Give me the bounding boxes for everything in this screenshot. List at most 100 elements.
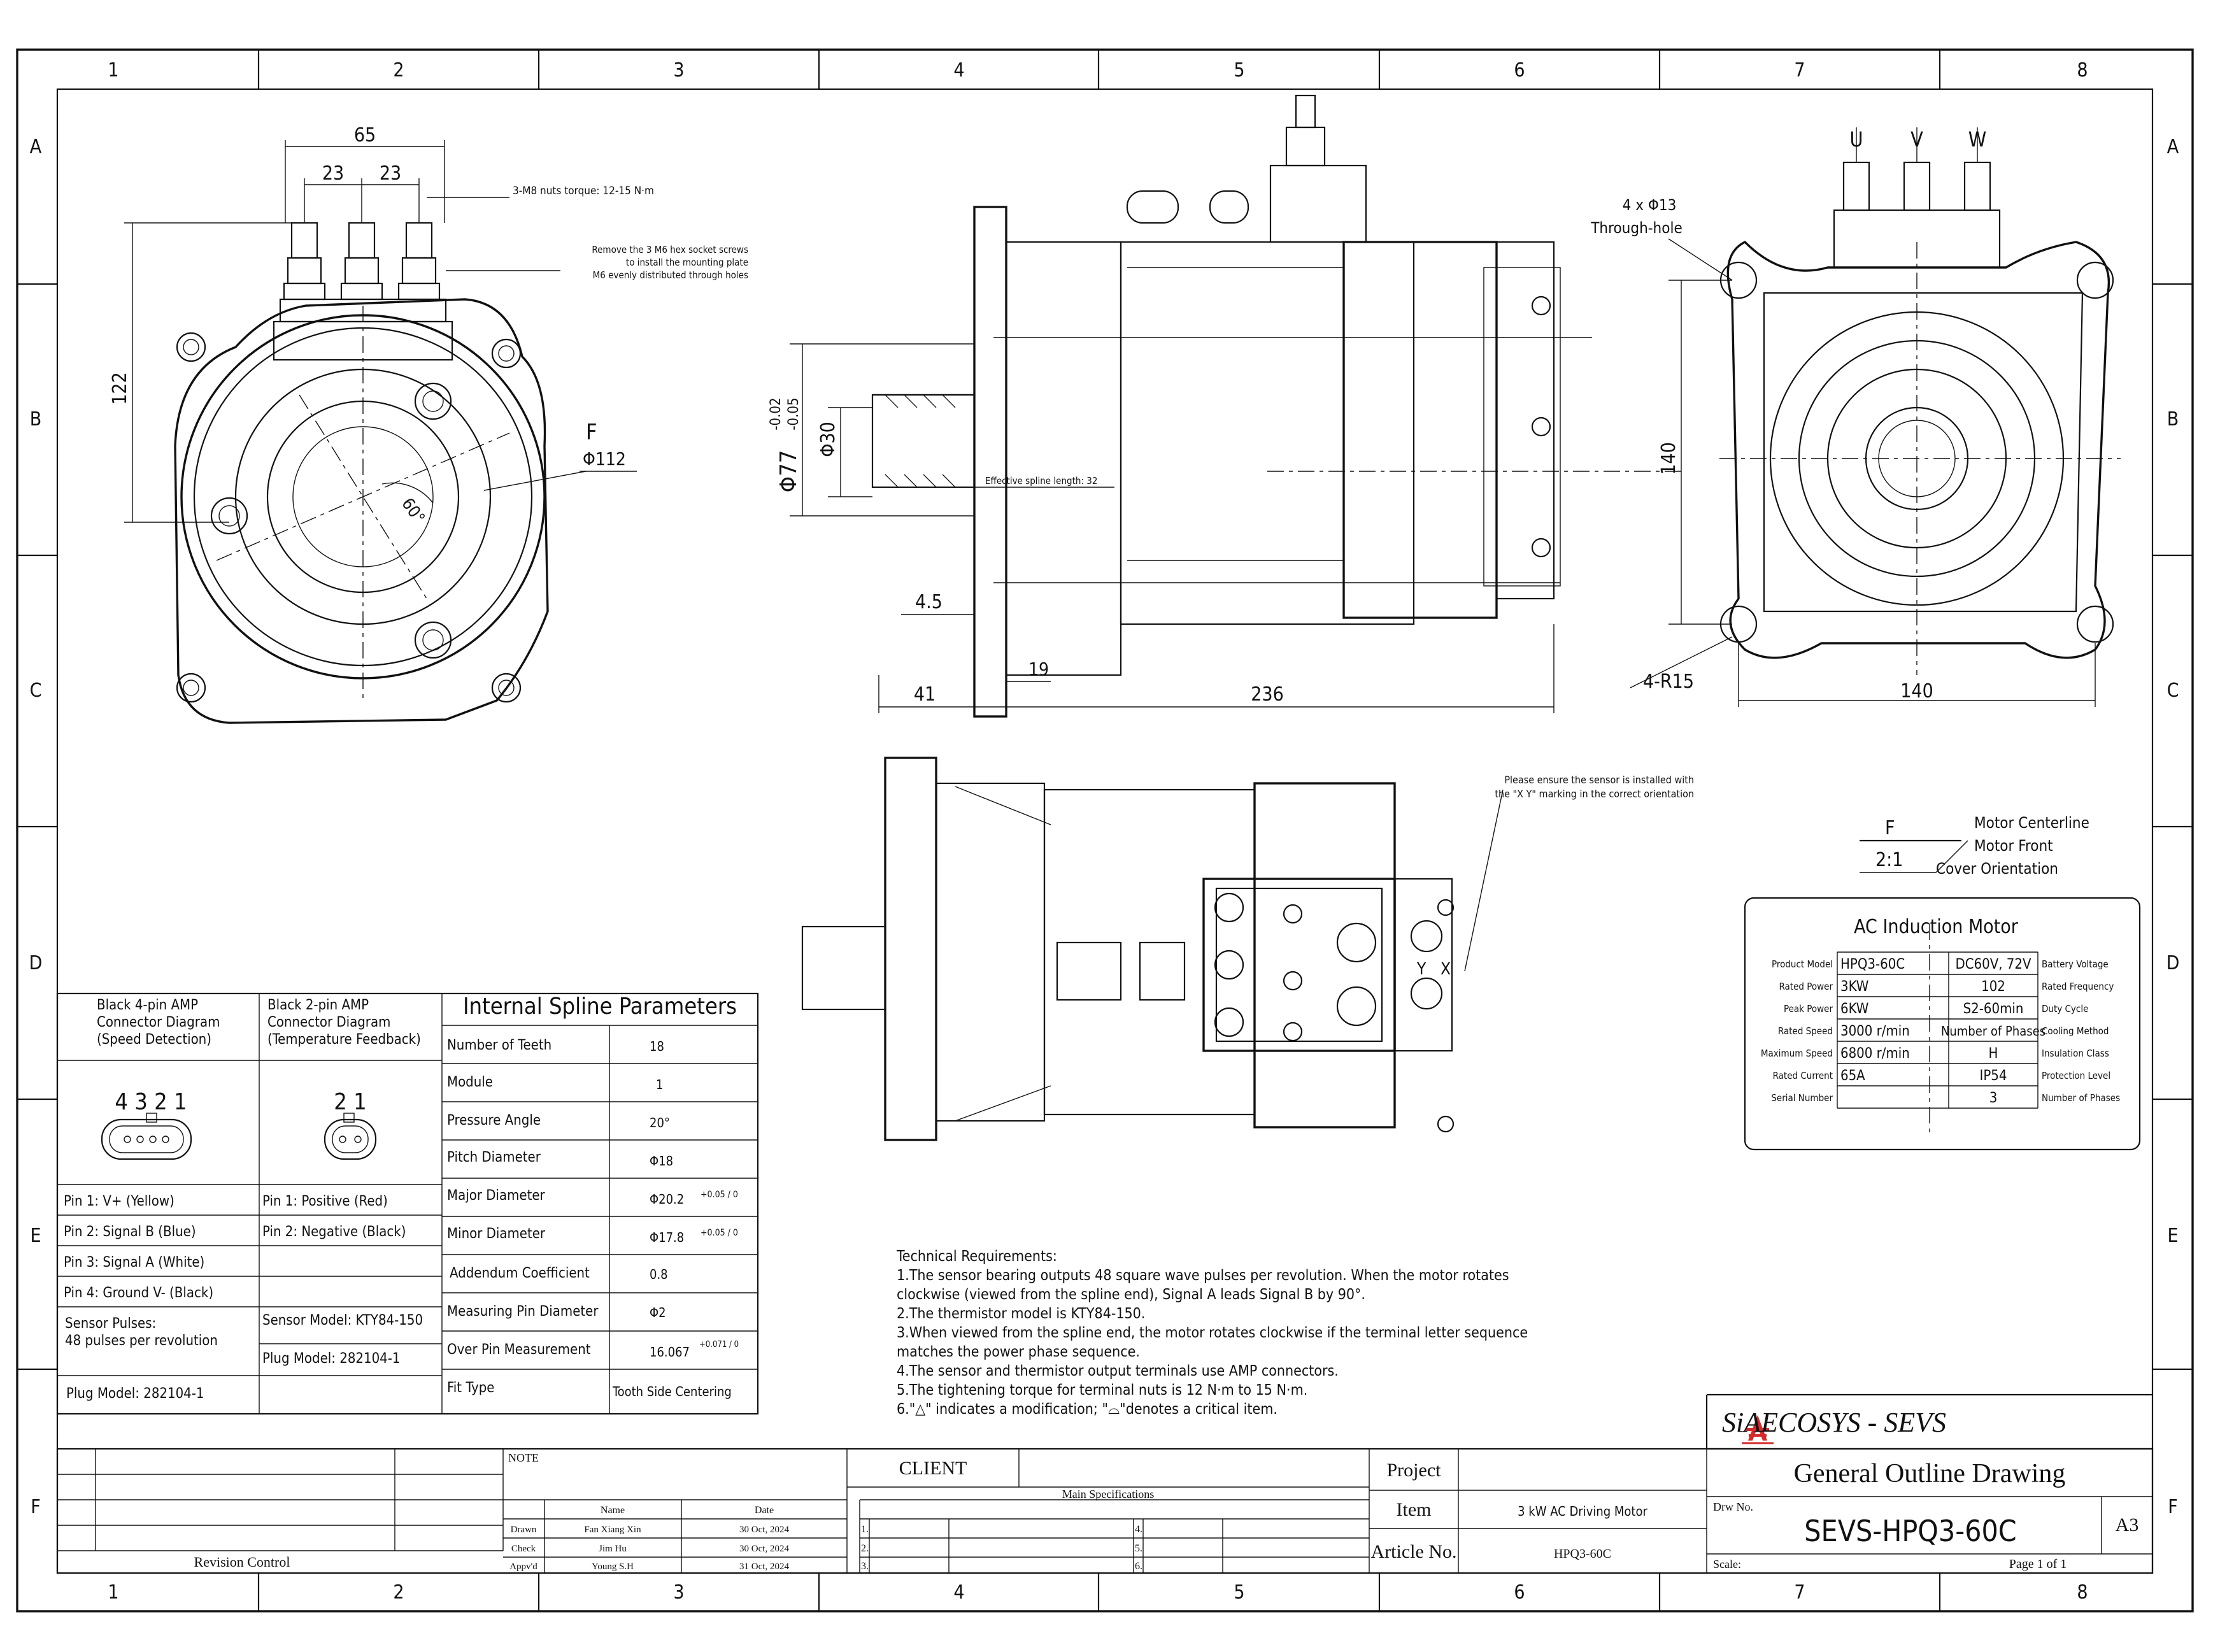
dim-236: 236 xyxy=(1251,683,1284,706)
border-row-c-right: C xyxy=(2167,680,2179,702)
spline-row-0-value: 18 xyxy=(650,1039,664,1054)
border-col-4-bottom: 4 xyxy=(953,1581,964,1604)
tech-title: Technical Requirements: xyxy=(896,1248,1057,1265)
tech-line-3: 3.When viewed from the spline end, the m… xyxy=(897,1325,1528,1341)
ac-row-0-right: Battery Voltage xyxy=(2042,958,2109,970)
pin-row-right-0: Pin 1: Positive (Red) xyxy=(262,1193,388,1209)
plug-model-right: Plug Model: 282104-1 xyxy=(262,1351,401,1367)
sensor-model: Sensor Model: KTY84-150 xyxy=(262,1313,423,1328)
check-name: Jim Hu xyxy=(599,1544,627,1554)
remove-screws-note-3: M6 evenly distributed through holes xyxy=(593,269,748,281)
connector-4pin-header-2: Connector Diagram xyxy=(97,1015,220,1030)
dim-d30: Φ30 xyxy=(817,422,839,457)
scale-note-label-3: Cover Orientation xyxy=(1936,860,2058,878)
x-marking: X xyxy=(1441,960,1451,979)
spline-row-8-tol: +0.071 / 0 xyxy=(699,1340,739,1349)
sensor-note-2: the "X Y" marking in the correct orienta… xyxy=(1495,788,1694,800)
technical-requirements: Technical Requirements: 1.The sensor bea… xyxy=(896,1248,1528,1418)
border-row-a-left: A xyxy=(30,136,42,158)
drawn-label: Drawn xyxy=(511,1525,537,1535)
border-col-4-top: 4 xyxy=(953,59,964,82)
ac-motor-table xyxy=(1744,897,2141,1151)
ac-row-0-label: Product Model xyxy=(1772,958,1833,970)
ac-row-3-v2: Number of Phases xyxy=(1941,1023,2045,1039)
torque-note: 3-M8 nuts torque: 12-15 N·m xyxy=(513,185,654,197)
border-col-8-top: 8 xyxy=(2077,59,2088,82)
spline-row-8-key: Over Pin Measurement xyxy=(447,1342,591,1358)
spline-length-note: Effective spline length: 32 xyxy=(985,475,1097,487)
drawn-date: 30 Oct, 2024 xyxy=(739,1525,789,1535)
border-col-2-bottom: 2 xyxy=(393,1581,404,1604)
spline-row-7-key: Measuring Pin Diameter xyxy=(447,1304,599,1320)
ac-motor-title: AC Induction Motor xyxy=(1854,916,2019,938)
ac-row-1-v1: 3KW xyxy=(1840,979,1868,995)
check-date: 30 Oct, 2024 xyxy=(739,1544,789,1554)
spec-6: 6. xyxy=(1135,1561,1142,1572)
ac-row-5-label: Rated Current xyxy=(1773,1070,1833,1081)
tech-line-5: 4.The sensor and thermistor output termi… xyxy=(897,1363,1339,1379)
ac-row-6-right: Number of Phases xyxy=(2042,1092,2120,1104)
end-view xyxy=(1630,127,2121,707)
spline-row-3-key: Pitch Diameter xyxy=(447,1150,541,1165)
border-col-2-top: 2 xyxy=(393,59,404,82)
border-row-b-left: B xyxy=(30,408,42,431)
label-f: F xyxy=(586,420,597,445)
spline-row-6-key: Addendum Coefficient xyxy=(450,1265,590,1281)
border-row-d-right: D xyxy=(2166,952,2180,974)
drw-no-label: Drw No. xyxy=(1713,1500,1753,1513)
spec-2: 2. xyxy=(861,1543,869,1554)
front-view xyxy=(124,140,637,724)
spline-row-6-value: 0.8 xyxy=(650,1267,668,1282)
dim-4-5: 4.5 xyxy=(915,591,943,613)
dim-41: 41 xyxy=(914,683,936,706)
item-label: Item xyxy=(1397,1499,1432,1520)
dim-d112: Φ112 xyxy=(583,448,626,469)
connector-2pin-header-3: (Temperature Feedback) xyxy=(267,1032,421,1048)
border-col-7-bottom: 7 xyxy=(1794,1581,1805,1604)
pin-row-right-1: Pin 2: Negative (Black) xyxy=(262,1224,406,1240)
pin-row-left-3: Pin 4: Ground V- (Black) xyxy=(64,1285,213,1301)
tech-line-1: clockwise (viewed from the spline end), … xyxy=(897,1286,1365,1303)
scale-note-ratio: 2:1 xyxy=(1875,849,1903,871)
border-row-f-left: F xyxy=(31,1496,41,1518)
border-row-f-right: F xyxy=(2168,1496,2178,1518)
ac-row-6-label: Serial Number xyxy=(1771,1092,1833,1104)
spline-row-9-key: Fit Type xyxy=(447,1380,494,1396)
sensor-pulses-1: Sensor Pulses: xyxy=(65,1316,156,1332)
spline-row-7-value: Φ2 xyxy=(650,1305,666,1320)
name-header: Name xyxy=(601,1505,625,1516)
connector-2pin-numbers: 2 1 xyxy=(334,1089,367,1115)
ac-row-4-right: Insulation Class xyxy=(2042,1048,2109,1059)
ac-row-0-v2: DC60V, 72V xyxy=(1955,957,2031,972)
through-hole-note-1: 4 x Φ13 xyxy=(1623,196,1677,214)
page-count: Page 1 of 1 xyxy=(2009,1557,2067,1571)
spline-row-2-key: Pressure Angle xyxy=(447,1113,541,1129)
ac-row-2-v2: S2-60min xyxy=(1963,1001,2024,1017)
dim-19: 19 xyxy=(1028,659,1049,680)
remove-screws-note-2: to install the mounting plate xyxy=(626,257,748,268)
spec-1: 1. xyxy=(861,1524,869,1535)
dim-140-vertical: 140 xyxy=(1658,442,1680,475)
tech-line-0: 1.The sensor bearing outputs 48 square w… xyxy=(897,1267,1509,1284)
side-view xyxy=(790,94,1681,718)
scale-note-f: F xyxy=(1885,817,1895,839)
pin-row-left-2: Pin 3: Signal A (White) xyxy=(64,1255,204,1271)
y-marking: Y xyxy=(1416,960,1426,979)
dim-23-right: 23 xyxy=(380,162,401,185)
dim-d77: Φ77 xyxy=(776,450,802,493)
border-col-6-bottom: 6 xyxy=(1514,1581,1525,1604)
terminal-v: V xyxy=(1910,127,1923,152)
ac-row-1-v2: 102 xyxy=(1981,979,2005,995)
ac-row-4-v1: 6800 r/min xyxy=(1840,1046,1910,1062)
scale-note-label-1: Motor Centerline xyxy=(1974,814,2089,832)
main-spec-label: Main Specifications xyxy=(1062,1488,1154,1500)
ac-motor-rows: Product Model HPQ3-60C DC60V, 72V Batter… xyxy=(1761,957,2120,1106)
article-value: HPQ3-60C xyxy=(1554,1547,1611,1561)
ac-row-6-v2: 3 xyxy=(1989,1090,1998,1106)
ac-row-2-right: Duty Cycle xyxy=(2042,1003,2088,1015)
tech-line-4: matches the power phase sequence. xyxy=(897,1344,1140,1360)
spline-row-2-value: 20° xyxy=(650,1115,670,1130)
border-col-3-top: 3 xyxy=(673,59,684,82)
title-block-text: SiAECOSYS - SEVS General Outline Drawing… xyxy=(194,1407,2139,1572)
company-logo-icon xyxy=(1742,1415,1774,1444)
